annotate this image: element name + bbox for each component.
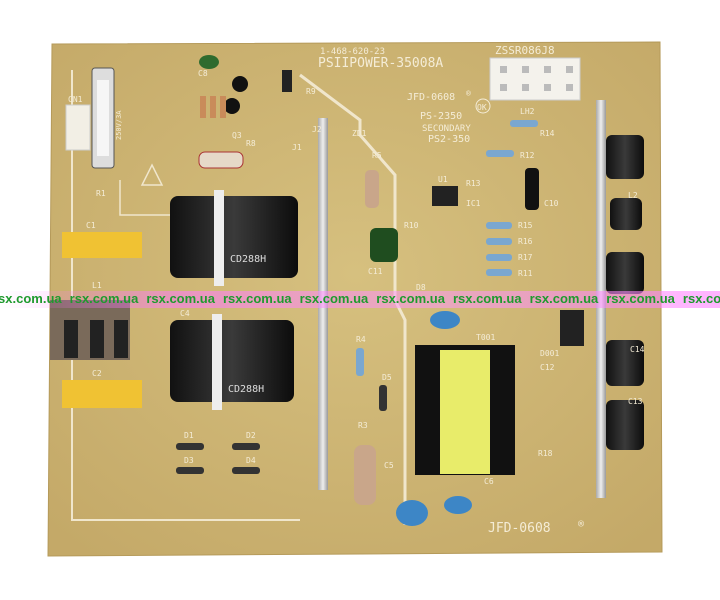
label-r13: R13 — [466, 179, 481, 188]
fuse-label: 250V/3A — [115, 110, 123, 140]
label-d5: D5 — [382, 373, 392, 382]
ps-code: PS-2350 — [420, 111, 462, 122]
label-d001: D001 — [540, 349, 559, 358]
ok-mark: OK — [477, 103, 487, 112]
watermark-text: rsx.com.ua — [606, 291, 675, 306]
label-zd1: ZD1 — [352, 129, 367, 138]
connector-code: ZSSR086J8 — [495, 44, 555, 57]
label-j1: J1 — [292, 143, 302, 152]
label-c12: C12 — [540, 363, 555, 372]
label-r18: R18 — [538, 449, 553, 458]
ps2-code: PS2-350 — [428, 134, 470, 145]
label-j2: J2 — [312, 125, 322, 134]
label-r17: R17 — [518, 253, 533, 262]
label-r4: R4 — [356, 335, 366, 344]
label-r1: R1 — [96, 189, 106, 198]
watermark-text: rsx.com.ua — [299, 291, 369, 306]
label-r16: R16 — [518, 237, 533, 246]
label-r10: R10 — [404, 221, 419, 230]
watermark-text: rsx.com.ua — [146, 291, 215, 306]
maker-bottom: JFD-0608 — [488, 521, 551, 536]
watermark-text: rsx.com.ua — [529, 291, 599, 306]
label-l1: L1 — [92, 281, 102, 290]
watermark-text: rsx.com.ua — [69, 291, 139, 306]
label-r3: R3 — [358, 421, 368, 430]
cap-print-1: CD288H — [230, 254, 266, 265]
label-cn1: CN1 — [68, 95, 83, 104]
model-label: PSIIPOWER-35008A — [318, 56, 443, 71]
label-l2: L2 — [628, 191, 638, 200]
label-r11: R11 — [518, 269, 533, 278]
label-u1: U1 — [438, 175, 448, 184]
label-d8: D8 — [416, 283, 426, 292]
watermark-band: rsx.com.ua rsx.com.ua rsx.com.ua rsx.com.ua… — [0, 291, 720, 308]
label-c1: C1 — [86, 221, 96, 230]
label-c5: C5 — [384, 461, 394, 470]
watermark-text: rsx.com.ua — [452, 291, 522, 306]
label-q3: Q3 — [232, 131, 242, 140]
label-c11: C11 — [368, 267, 383, 276]
label-c13: C13 — [628, 397, 643, 406]
label-r15: R15 — [518, 221, 533, 230]
label-ic1: IC1 — [466, 199, 481, 208]
watermark-text: rsx.com.ua — [376, 291, 445, 306]
label-c6: C6 — [484, 477, 494, 486]
label-c14: C14 — [630, 345, 645, 354]
label-d1: D1 — [184, 431, 194, 440]
label-r8: R8 — [246, 139, 256, 148]
part-number: 1-468-620-23 — [320, 47, 385, 57]
watermark-text: rsx.com.ua — [0, 291, 62, 306]
label-r12: R12 — [520, 151, 535, 160]
label-d2: D2 — [246, 431, 256, 440]
watermark-text: rsx.com.ua — [682, 291, 720, 306]
label-lh2: LH2 — [520, 107, 535, 116]
label-c8: C8 — [198, 69, 208, 78]
secondary-label: SECONDARY — [422, 124, 471, 134]
label-d4: D4 — [246, 456, 256, 465]
registered-mark: ® — [466, 89, 471, 98]
label-r9: R9 — [306, 87, 316, 96]
watermark-text: rsx.com.ua — [222, 291, 292, 306]
label-d3: D3 — [184, 456, 194, 465]
label-r5: R5 — [372, 151, 382, 160]
cap-print-2: CD288H — [228, 384, 264, 395]
registered-mark-bottom: ® — [578, 519, 585, 530]
maker-top: JFD-0608 — [407, 92, 455, 103]
label-r14: R14 — [540, 129, 555, 138]
label-c2: C2 — [92, 369, 102, 378]
label-t001: T001 — [476, 333, 495, 342]
label-c4: C4 — [180, 309, 190, 318]
label-c10: C10 — [544, 199, 559, 208]
